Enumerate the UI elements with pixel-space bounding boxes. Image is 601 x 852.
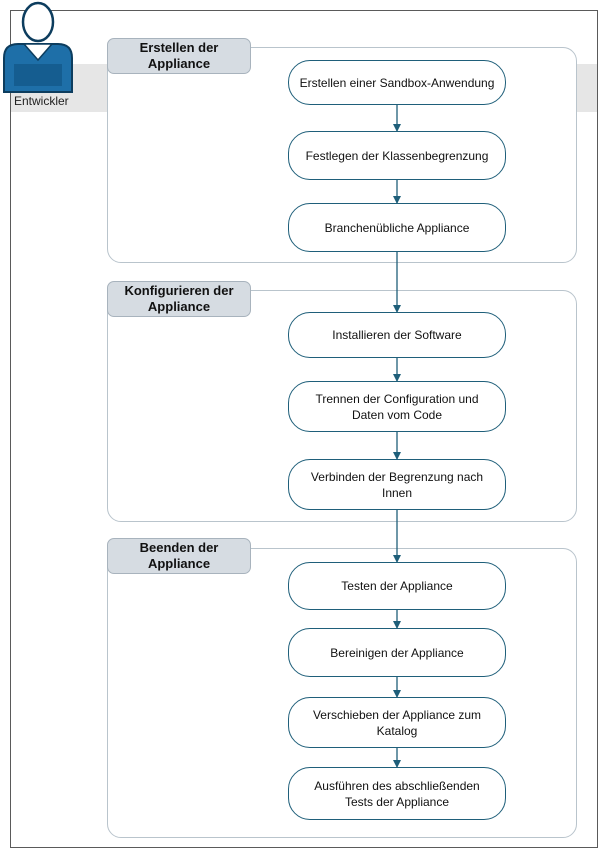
step-verbinden-begrenzung: Verbinden der Begrenzung nach Innen bbox=[288, 459, 506, 510]
step-branchenuebliche-appliance: Branchenübliche Appliance bbox=[288, 203, 506, 252]
user-icon bbox=[3, 1, 73, 93]
step-verschieben-katalog: Verschieben der Appliance zum Katalog bbox=[288, 697, 506, 748]
actor-label: Entwickler bbox=[14, 94, 69, 108]
step-testen-appliance: Testen der Appliance bbox=[288, 562, 506, 610]
group-title-erstellen: Erstellen der Appliance bbox=[107, 38, 251, 74]
step-trennen-configuration: Trennen der Configuration und Daten vom … bbox=[288, 381, 506, 432]
group-title-beenden: Beenden der Appliance bbox=[107, 538, 251, 574]
step-installieren-software: Installieren der Software bbox=[288, 312, 506, 358]
step-abschliessende-tests: Ausführen des abschließenden Tests der A… bbox=[288, 767, 506, 820]
step-sandbox-anwendung: Erstellen einer Sandbox-Anwendung bbox=[288, 60, 506, 105]
step-klassenbegrenzung: Festlegen der Klassenbegrenzung bbox=[288, 131, 506, 180]
step-bereinigen-appliance: Bereinigen der Appliance bbox=[288, 628, 506, 677]
group-title-konfigurieren: Konfigurieren der Appliance bbox=[107, 281, 251, 317]
